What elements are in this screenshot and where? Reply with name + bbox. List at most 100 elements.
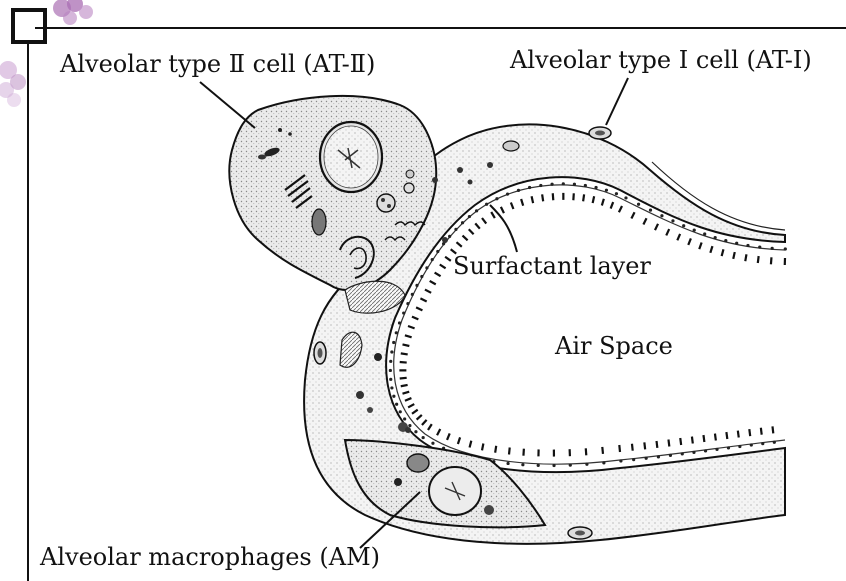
- surfactant-tick: [400, 378, 407, 379]
- surfactant-tick: [509, 448, 510, 455]
- surfactant-tick: [632, 444, 633, 451]
- surfactant-tick: [469, 229, 474, 234]
- surfactant-tick: [417, 415, 422, 420]
- surfactant-dot: [436, 250, 439, 253]
- surfactant-tick: [412, 317, 418, 320]
- surfactant-dot: [682, 224, 685, 227]
- surfactant-tick: [761, 428, 762, 435]
- surfactant-dot: [773, 441, 776, 444]
- surfactant-dot: [602, 461, 605, 464]
- surfactant-tick: [445, 257, 451, 261]
- surfactant-dot: [750, 443, 753, 446]
- surfactant-dot: [573, 183, 576, 186]
- surfactant-dot: [594, 186, 597, 189]
- surfactant-dot: [552, 464, 555, 467]
- surfactant-dot: [703, 232, 706, 235]
- surfactant-tick: [402, 392, 409, 394]
- surfactant-dot: [637, 203, 640, 206]
- surfactant-dot: [632, 458, 635, 461]
- surfactant-dot: [389, 369, 392, 372]
- surfactant-dot: [395, 403, 398, 406]
- surfactant-dot: [746, 244, 749, 247]
- surfactant-dot: [738, 445, 741, 448]
- surfactant-tick: [400, 362, 407, 363]
- surfactant-dot: [758, 246, 761, 249]
- surfactant-dot: [395, 331, 398, 334]
- surfactant-dot: [539, 184, 542, 187]
- surfactant-tick: [408, 404, 414, 407]
- surfactant-dot: [402, 311, 405, 314]
- surfactant-tick: [408, 326, 415, 328]
- surfactant-dot: [461, 221, 464, 224]
- label-surfactant: Surfactant layer: [453, 252, 651, 280]
- surfactant-tick: [583, 194, 584, 201]
- surfactant-tick: [511, 203, 514, 210]
- surfactant-dot: [390, 350, 393, 353]
- surfactant-tick: [593, 196, 594, 203]
- surfactant-dot: [562, 182, 565, 185]
- surfactant-dot: [569, 464, 572, 467]
- surfactant-dot: [406, 302, 409, 305]
- surfactant-tick: [553, 193, 554, 200]
- surfactant-tick: [655, 224, 658, 230]
- surfactant-tick: [611, 202, 614, 209]
- surfactant-dot: [724, 239, 727, 242]
- surfactant-dot: [649, 209, 652, 212]
- surfactant-tick: [456, 242, 461, 247]
- macrophage-nucleus: [429, 467, 481, 515]
- surfactant-tick: [532, 196, 534, 203]
- surfactant-dot: [550, 183, 553, 186]
- surfactant-tick: [402, 344, 409, 346]
- surfactant-dot: [585, 463, 588, 466]
- surfactant-dot: [761, 442, 764, 445]
- surfactant-tick: [745, 254, 746, 261]
- surfactant-tick: [401, 353, 408, 354]
- surfactant-tick: [758, 256, 759, 263]
- surfactant-tick: [749, 429, 750, 436]
- surfactant-tick: [602, 199, 604, 206]
- surfactant-dot: [727, 446, 730, 449]
- surfactant-dot: [671, 219, 674, 222]
- surfactant-tick: [710, 246, 712, 253]
- surfactant-tick: [458, 437, 460, 444]
- surfactant-tick: [425, 290, 431, 293]
- surfactant-tick: [542, 194, 543, 201]
- surfactant-dot: [771, 247, 774, 250]
- surfactant-dot: [615, 192, 618, 195]
- surfactant-dot: [431, 442, 434, 445]
- surfactant-tick: [699, 243, 701, 250]
- surfactant-dot: [506, 193, 509, 196]
- surfactant-dot: [669, 454, 672, 457]
- surfactant-tick: [657, 441, 658, 448]
- surfactant-tick: [482, 218, 486, 224]
- surfactant-tick: [680, 438, 681, 445]
- surfactant-dot: [784, 247, 787, 250]
- surfactant-dot: [537, 464, 540, 467]
- surfactant-dot: [693, 228, 696, 231]
- surfactant-dot: [403, 417, 406, 420]
- surfactant-tick: [619, 445, 620, 452]
- surfactant-dot: [506, 462, 509, 465]
- surfactant-dot: [645, 457, 648, 460]
- surfactant-dot: [422, 436, 425, 439]
- surfactant-dot: [420, 275, 423, 278]
- surfactant-dot: [528, 186, 531, 189]
- surfactant-tick: [738, 431, 739, 438]
- surfactant-tick: [643, 218, 646, 224]
- surfactant-tick: [495, 446, 496, 453]
- surfactant-dot: [485, 203, 488, 206]
- surfactant-dot: [521, 463, 524, 466]
- surfactant-tick: [501, 207, 504, 213]
- surfactant-tick: [521, 199, 523, 206]
- surfactant-tick: [666, 229, 669, 235]
- square-frame-icon: [13, 10, 45, 42]
- surfactant-tick: [422, 420, 427, 425]
- surfactant-tick: [602, 447, 603, 454]
- surfactant-dot: [389, 378, 392, 381]
- surfactant-tick: [491, 212, 495, 218]
- surfactant-dot: [584, 184, 587, 187]
- surfactant-dot: [392, 341, 395, 344]
- surfactant-dot: [495, 197, 498, 200]
- surfactant-dot: [692, 451, 695, 454]
